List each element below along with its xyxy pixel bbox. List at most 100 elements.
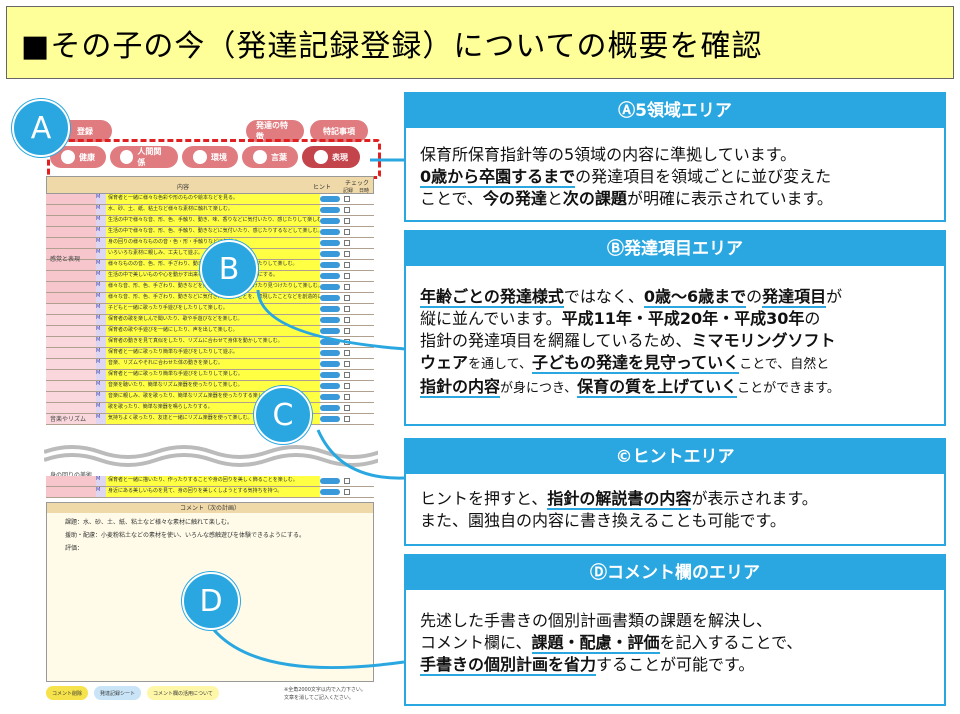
hint-button[interactable] [320,273,340,279]
checkbox[interactable] [344,350,350,356]
register-pill[interactable]: 登録 [58,120,112,142]
row-text: 子どもと一緒に歌ったり手遊びをしたりして楽しむ。 [106,304,320,314]
checkbox[interactable] [344,416,350,422]
comment-eval: 評価： [65,545,84,552]
marker-a: A [12,99,70,157]
comment-title: コメント（次の計画） [47,503,373,513]
checkbox[interactable] [344,339,350,345]
row-text: 保育者の歌を楽しんで聞いたり、歌や手遊びなどを楽しむ。 [106,315,320,325]
special-notes-pill[interactable]: 特記事項 [310,120,368,142]
hint-button[interactable] [320,339,340,345]
hint-button[interactable] [320,394,340,400]
category-label: 感覚と表現 [50,256,81,263]
card-a: Ⓐ5領域エリア 保育所保育指針等の5領域の内容に準拠しています。 0歳から卒園す… [404,92,946,222]
col-record: 記録 [343,188,354,194]
checkbox[interactable] [344,273,350,279]
marker-d: D [182,572,240,630]
hint-button[interactable] [320,196,340,202]
row-text: 生活の中で様々な音、形、色、手触り、動きなどに気付いたり、感じたりするなどして楽… [106,227,320,237]
checkbox[interactable] [344,489,350,495]
checkbox[interactable] [344,207,350,213]
row-text: 保育者の動きを見て真似をしたり、リズムに合わせて身体を動かして楽しむ。 [106,337,320,347]
checkbox[interactable] [344,218,350,224]
checkbox[interactable] [344,196,350,202]
card-c: ©ヒントエリア ヒントを押すと、指針の解説書の内容が表示されます。 また、園独自… [404,438,946,546]
hint-button[interactable] [320,295,340,301]
tree-icon [193,150,207,164]
checkbox[interactable] [344,478,350,484]
checkbox[interactable] [344,405,350,411]
hint-button[interactable] [320,328,340,334]
category-label: 身の回りの美術 [50,470,92,479]
row-text: 生活の中で様々な音、形、色、手触り、動き、味、香りなどに気付いたり、感じたりして… [106,216,320,226]
hint-button[interactable] [320,262,340,268]
hint-button[interactable] [320,229,340,235]
comment-support: 援助・配慮：小麦粉粘土などの素材を使い、いろんな感触遊びを体験できるようにする。 [65,532,305,539]
comment-task: 課題：水、砂、土、紙、粘土など様々な素材に触れて楽しむ。 [65,519,233,526]
col-check: チェック [345,180,370,187]
tab-health[interactable]: 健康 [50,146,106,168]
checkbox[interactable] [344,251,350,257]
input-note: ※全角2000文字以内で入力下さい。 文章を消してご記入ください。 [284,687,366,701]
category-label: 音楽やリズム [50,416,87,423]
checkbox[interactable] [344,262,350,268]
tab-language[interactable]: 言葉 [242,146,298,168]
card-b-title: Ⓑ発達項目エリア [406,232,944,266]
hint-button[interactable] [320,306,340,312]
checkbox[interactable] [344,328,350,334]
row-text: 歌を歌ったり、簡単な楽器を鳴らしたりする。 [106,403,320,413]
comment-help-button[interactable]: コメント欄の活用について [147,686,219,700]
hint-button[interactable] [320,405,340,411]
tab-expression[interactable]: 表現 [302,146,360,168]
checkbox[interactable] [344,361,350,367]
hint-button[interactable] [320,240,340,246]
record-sheet-button[interactable]: 発達記録シート [94,686,142,700]
hint-button[interactable] [320,317,340,323]
row-text: 保育者の歌や手遊びを一緒にしたり、声を出して楽しむ。 [106,326,320,336]
row-text: 身の回りの様々なものの音・色・形・手触りなどに気付く。 [106,238,320,248]
hint-button[interactable] [320,372,340,378]
hint-button[interactable] [320,416,340,422]
hint-button[interactable] [320,478,340,484]
marker-b: B [200,240,258,298]
checkbox[interactable] [344,317,350,323]
checkbox[interactable] [344,394,350,400]
marker-c: C [254,386,312,444]
checkbox[interactable] [344,240,350,246]
checkbox[interactable] [344,229,350,235]
checkbox[interactable] [344,306,350,312]
card-a-title: Ⓐ5領域エリア [406,94,944,128]
hint-button[interactable] [320,251,340,257]
area-a-highlight [47,139,381,179]
hint-button[interactable] [320,218,340,224]
hint-button[interactable] [320,350,340,356]
checkbox[interactable] [344,372,350,378]
speech-bubble-icon [253,150,267,164]
development-features-pill[interactable]: 発達の特徴 [246,120,304,142]
row-text: 音楽を聴いたり、簡単なリズム楽器を使ったりして楽しむ。 [106,381,320,391]
hint-button[interactable] [320,361,340,367]
checkbox[interactable] [344,383,350,389]
checkbox[interactable] [344,284,350,290]
hint-button[interactable] [320,207,340,213]
tab-environment[interactable]: 環境 [182,146,238,168]
delete-comment-button[interactable]: コメント削除 [46,686,89,700]
hint-button[interactable] [320,489,340,495]
hint-button[interactable] [320,284,340,290]
checkbox[interactable] [344,295,350,301]
tab-relationships[interactable]: 人間関係 [110,146,178,168]
hint-button[interactable] [320,383,340,389]
